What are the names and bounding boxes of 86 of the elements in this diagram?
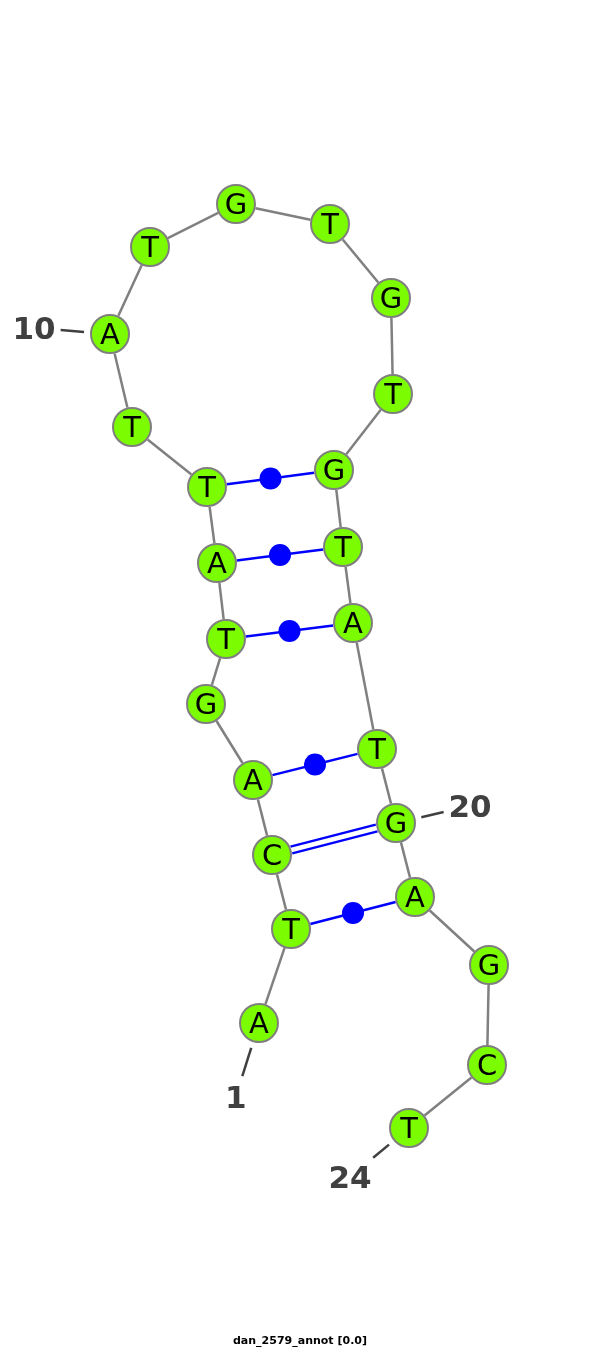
backbone-line [215, 720, 244, 764]
backbone-line [344, 566, 352, 604]
nucleotide-circle [186, 684, 226, 724]
position-number: 20 [448, 790, 492, 822]
backbone-line [113, 353, 129, 408]
backbone-line [380, 768, 393, 804]
backbone-line [345, 409, 382, 455]
base-pair-line [310, 900, 396, 926]
base-letter: T [282, 914, 300, 944]
base-letter: T [321, 209, 339, 239]
base-letter: G [224, 189, 248, 219]
nucleotide-circle [395, 877, 435, 917]
backbone-line [218, 582, 225, 620]
double-pair-line [289, 823, 379, 855]
nucleotide-circle [371, 278, 411, 318]
nucleotide-circle [469, 945, 509, 985]
backbone-line [256, 799, 269, 836]
base-pair-line [226, 471, 315, 486]
nucleotide-circle [90, 314, 130, 354]
nucleotide-circle [197, 543, 237, 583]
base-letter: G [322, 455, 346, 485]
backbone-line [210, 657, 222, 686]
position-number: 1 [225, 1081, 247, 1113]
nucleotide-circle [130, 227, 170, 267]
base-pair-line [245, 624, 334, 638]
backbone-line [341, 238, 380, 284]
nucleotide-circle [314, 450, 354, 490]
base-letter: C [476, 1050, 498, 1080]
base-letter: G [379, 283, 403, 313]
leader-line [241, 1047, 253, 1077]
backbone-line [255, 206, 311, 222]
backbone-line [399, 842, 412, 878]
backbone-line [146, 438, 193, 476]
nucleotide-circle [310, 204, 350, 244]
nucleotide-circle [216, 184, 256, 224]
base-letter: A [100, 319, 120, 349]
nucleotide-circle [333, 603, 373, 643]
backbone-line [275, 874, 288, 910]
leader-line [60, 328, 85, 334]
base-letter: A [243, 765, 263, 795]
position-number: 10 [12, 312, 56, 344]
base-letter: T [334, 532, 352, 562]
nucleotide-circle [112, 407, 152, 447]
backbone-line [208, 506, 216, 544]
position-number: 24 [328, 1161, 372, 1193]
backbone-line [117, 264, 143, 317]
backbone-line [335, 489, 342, 528]
base-letter: A [405, 882, 425, 912]
base-letter: T [123, 412, 141, 442]
nucleotide-circle [252, 835, 292, 875]
nucleotide-circle [323, 527, 363, 567]
caption: dan_2579_annot [0.0] [233, 1334, 367, 1347]
nucleotide-circle [467, 1045, 507, 1085]
leader-line [372, 1143, 390, 1159]
nucleotide-circle [271, 909, 311, 949]
nucleotide-circle [187, 467, 227, 507]
nucleotide-circle [389, 1108, 429, 1148]
backbone-line [264, 947, 286, 1005]
leader-line [421, 810, 444, 819]
nucleotide-circle [357, 729, 397, 769]
base-pair-line [272, 752, 358, 777]
base-letter: T [198, 472, 216, 502]
base-letter: A [207, 548, 227, 578]
base-letter: T [400, 1113, 418, 1143]
backbone-line [486, 984, 490, 1046]
base-letter: T [217, 624, 235, 654]
backbone-line [390, 317, 394, 375]
base-pair-line [236, 548, 324, 562]
backbone-line [423, 1076, 473, 1117]
nucleotide-circle [206, 619, 246, 659]
base-letter: A [343, 608, 363, 638]
base-letter: A [249, 1008, 269, 1038]
backbone-line [167, 211, 219, 240]
base-letter: G [477, 950, 501, 980]
base-letter: G [384, 808, 408, 838]
base-letter: T [384, 379, 402, 409]
nucleotide-circle [376, 803, 416, 843]
backbone-line [428, 909, 476, 953]
base-letter: G [194, 689, 218, 719]
nucleotide-circle [233, 760, 273, 800]
base-letter: T [368, 734, 386, 764]
base-letter: T [141, 232, 159, 262]
nucleotide-circle [373, 374, 413, 414]
backbone-line [355, 642, 375, 730]
nucleotide-circle [239, 1003, 279, 1043]
base-letter: C [261, 840, 283, 870]
